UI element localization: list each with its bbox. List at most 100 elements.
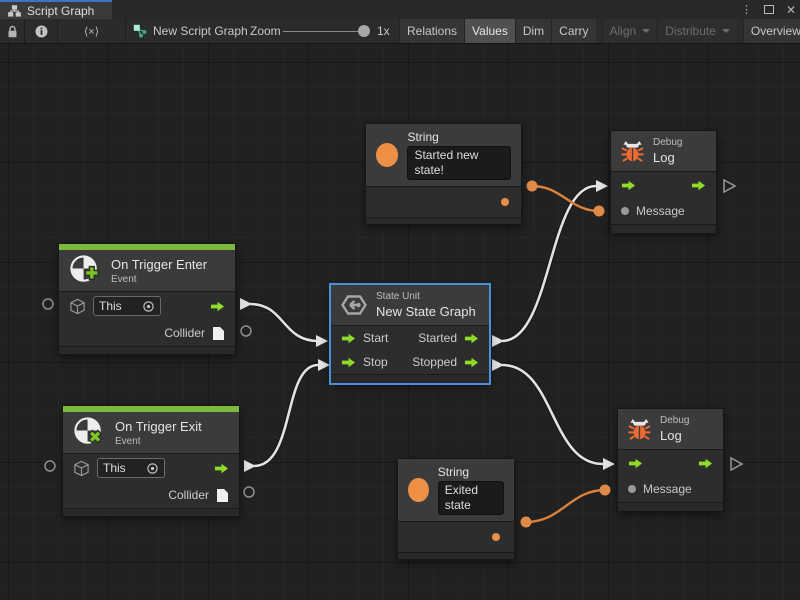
node-footer (618, 502, 723, 511)
event-color-bar (59, 244, 235, 250)
this-target-field[interactable]: This (93, 296, 161, 316)
connection-wire-string-to-message-top[interactable] (526, 180, 605, 217)
node-string-top[interactable]: String Started new state! (365, 123, 522, 225)
chevron-down-icon (721, 29, 730, 33)
unconnected-flow-out-bottom[interactable] (730, 456, 744, 472)
object-picker-icon[interactable] (146, 462, 159, 475)
value-input-port[interactable] (621, 207, 629, 215)
flow-output-port[interactable] (691, 180, 706, 191)
carry-button[interactable]: Carry (551, 19, 596, 43)
flow-input-port[interactable] (628, 458, 643, 469)
connection-wire-stopped-to-log[interactable] (492, 359, 615, 470)
document-icon[interactable] (212, 326, 225, 341)
port-row-stop: Stop Stopped (331, 350, 489, 374)
event-x-icon (74, 417, 103, 444)
code-brackets-icon: ⟨×⟩ (83, 25, 99, 38)
node-header: String Started new state! (366, 124, 521, 187)
zoom-label: Zoom (250, 24, 281, 38)
flow-output-port[interactable] (214, 463, 229, 474)
dim-button[interactable]: Dim (514, 19, 552, 43)
this-target-field[interactable]: This (97, 458, 165, 478)
align-button[interactable]: Align (601, 19, 658, 43)
string-literal-icon (408, 478, 429, 502)
overview-button[interactable]: Overview (742, 19, 800, 43)
chevron-down-icon (642, 29, 651, 33)
graph-name-label: New Script Graph (153, 24, 248, 38)
object-picker-icon[interactable] (142, 300, 155, 313)
node-subtitle: Event (111, 273, 137, 285)
close-icon[interactable]: ✕ (785, 2, 796, 17)
node-debug-log-top[interactable]: Debug Log Message (610, 130, 717, 234)
string-value-field[interactable]: Exited state (437, 481, 504, 515)
flow-output-port[interactable] (210, 301, 225, 312)
node-debug-log-bottom[interactable]: Debug Log Message (617, 408, 724, 512)
unconnected-port-collider-exit[interactable] (243, 486, 255, 498)
node-footer (366, 217, 521, 224)
window-menu-icon[interactable]: ⋮ (740, 4, 752, 16)
wires-layer (42, 178, 744, 528)
node-subtitle: Debug (660, 415, 690, 426)
node-body (398, 522, 514, 552)
node-title: String (437, 465, 470, 479)
port-row-start: Start Started (331, 326, 489, 350)
output-label: Collider (168, 488, 209, 502)
value-output-port[interactable] (501, 198, 509, 206)
graph-canvas[interactable]: String Started new state! (0, 44, 800, 600)
node-subtitle: Debug (653, 137, 683, 148)
lock-button[interactable] (0, 19, 25, 43)
this-row: This (63, 454, 239, 482)
document-icon[interactable] (216, 488, 229, 503)
connection-wire-started-to-log[interactable] (492, 180, 608, 347)
unconnected-port-this-enter[interactable] (42, 298, 54, 310)
string-literal-icon (376, 143, 399, 167)
value-output-port[interactable] (492, 533, 500, 541)
zoom-slider-track[interactable] (283, 31, 369, 32)
connection-wire-enter-to-start[interactable] (240, 298, 328, 347)
event-color-bar (63, 406, 239, 412)
toolbar-buttons: Relations Values Dim Carry Align Distrib… (399, 19, 800, 43)
maximize-icon[interactable] (763, 5, 774, 14)
node-footer (611, 224, 716, 233)
node-footer (398, 552, 514, 559)
info-icon (35, 25, 47, 37)
node-state-unit[interactable]: State Unit New State Graph Start Started… (330, 284, 490, 384)
gameobject-cube-icon (70, 298, 85, 314)
connection-wire-string-to-message-bottom[interactable] (520, 484, 611, 528)
tab-title: Script Graph (27, 3, 95, 18)
node-title: String (407, 130, 439, 144)
info-button[interactable] (25, 19, 58, 43)
collider-row: Collider (63, 482, 239, 508)
unconnected-flow-out-top[interactable] (723, 178, 737, 194)
node-on-trigger-exit[interactable]: On Trigger Exit Event This (62, 405, 240, 517)
node-title: On Trigger Enter (111, 256, 208, 272)
node-on-trigger-enter[interactable]: On Trigger Enter Event This (58, 243, 236, 355)
values-button[interactable]: Values (464, 19, 515, 43)
event-plus-icon (70, 255, 99, 282)
node-footer (63, 508, 239, 516)
tab-script-graph[interactable]: Script Graph (0, 0, 112, 19)
unconnected-port-this-exit[interactable] (44, 460, 56, 472)
node-header: State Unit New State Graph (331, 285, 489, 326)
node-title: On Trigger Exit (115, 418, 202, 434)
flow-input-port[interactable] (341, 333, 356, 344)
flow-output-port[interactable] (464, 333, 479, 344)
flow-output-port[interactable] (698, 458, 713, 469)
string-value-field[interactable]: Started new state! (407, 146, 511, 180)
message-row: Message (618, 476, 723, 502)
node-header: Debug Log (611, 131, 716, 172)
tab-bar: Script Graph ⋮ ✕ (0, 0, 800, 19)
connection-wire-exit-to-stop[interactable] (244, 359, 330, 472)
flow-input-port[interactable] (341, 357, 356, 368)
value-input-port[interactable] (628, 485, 636, 493)
node-header: String Exited state (398, 459, 514, 522)
flow-row (611, 172, 716, 198)
flow-input-port[interactable] (621, 180, 636, 191)
code-brackets-button[interactable]: ⟨×⟩ (58, 19, 126, 43)
unconnected-port-collider-enter[interactable] (240, 325, 252, 337)
node-string-bottom[interactable]: String Exited state (397, 458, 515, 560)
node-subtitle: State Unit (376, 291, 420, 302)
relations-button[interactable]: Relations (399, 19, 465, 43)
zoom-slider-handle[interactable] (358, 25, 370, 37)
flow-output-port[interactable] (464, 357, 479, 368)
distribute-button[interactable]: Distribute (657, 19, 737, 43)
